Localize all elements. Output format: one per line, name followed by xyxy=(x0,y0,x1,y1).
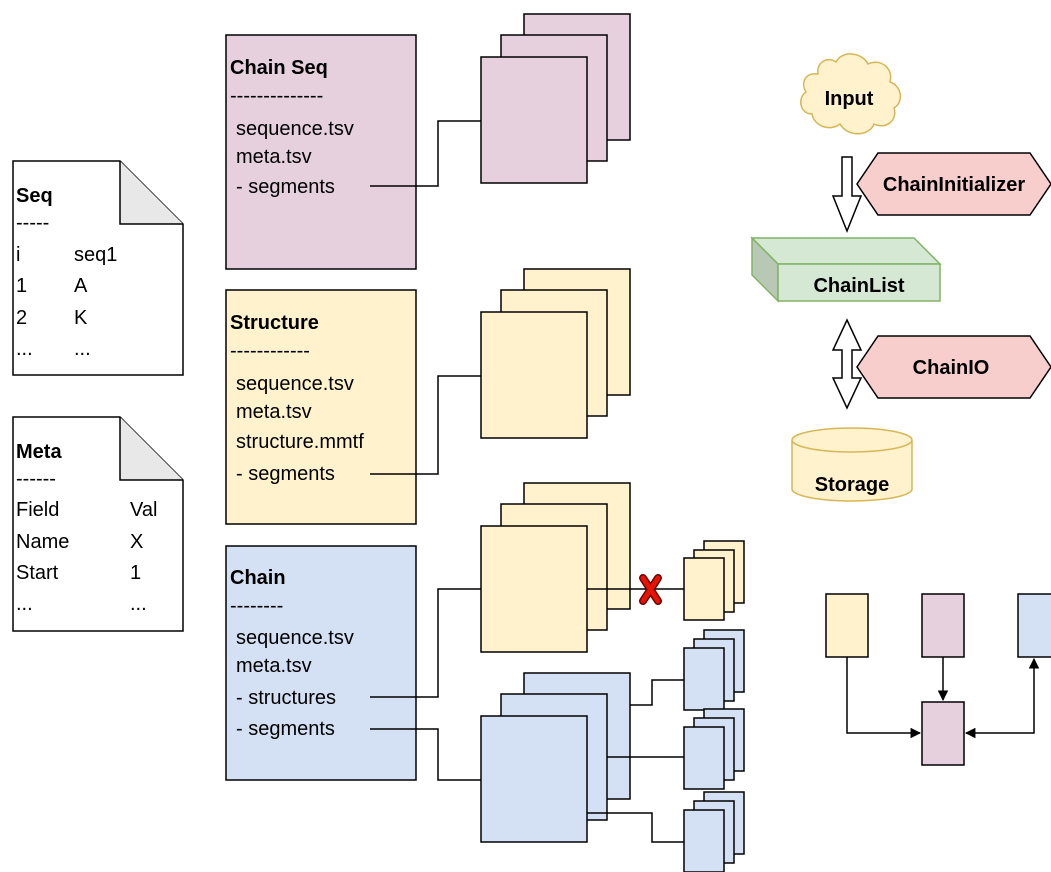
mini-arrow xyxy=(964,657,1040,739)
chain-seq-box-shape xyxy=(225,34,417,270)
mini-structure-box xyxy=(825,593,869,658)
cloud-icon xyxy=(800,53,902,135)
meta-doc-cell: ... xyxy=(130,593,147,615)
chain-structures-connector xyxy=(370,588,481,698)
chainlist-slab: ChainList xyxy=(750,236,942,303)
segment-connector xyxy=(630,679,684,706)
small-segment-stack xyxy=(683,629,745,711)
seq-doc-cell: A xyxy=(74,275,88,297)
chain-seq-line: sequence.tsv xyxy=(236,118,354,140)
input-cloud: Input xyxy=(800,53,902,135)
structure-divider: ------------ xyxy=(230,340,310,362)
chain-divider: -------- xyxy=(230,595,283,617)
stack-page xyxy=(683,647,725,711)
mini-arrow xyxy=(846,657,922,739)
structure-title: Structure xyxy=(230,312,319,334)
chain-segments-connector xyxy=(370,728,481,781)
chain-seq-stack xyxy=(480,13,631,184)
chain-seq-box: Chain Seq -------------- sequence.tsv me… xyxy=(225,34,417,270)
slab-top xyxy=(750,237,942,265)
meta-doc-cell: 1 xyxy=(130,562,141,584)
cylinder-body xyxy=(791,440,913,502)
mini-diagram xyxy=(825,593,1051,766)
hexagon-shape xyxy=(856,152,1051,216)
structure-stack xyxy=(480,268,631,439)
chain-line: sequence.tsv xyxy=(236,627,354,649)
meta-document-fold xyxy=(119,417,183,481)
stack-page xyxy=(683,557,725,621)
meta-doc-cell: X xyxy=(130,531,143,553)
small-segment-stack xyxy=(683,708,745,790)
seq-doc-cell: seq1 xyxy=(74,244,117,266)
storage-label: Storage xyxy=(815,474,889,496)
stack-page xyxy=(683,809,725,872)
chain-seq-line: - segments xyxy=(236,176,335,198)
seq-doc-cell: K xyxy=(74,307,88,329)
meta-doc-cell: ... xyxy=(16,593,33,615)
mini-result-box xyxy=(921,701,965,766)
seq-doc-cell: i xyxy=(16,244,20,266)
stack-page xyxy=(480,525,588,653)
chainio-hexagon: ChainIO xyxy=(856,335,1051,399)
storage-cylinder: Storage xyxy=(791,427,913,502)
chain-structure-stack xyxy=(480,482,631,653)
seq-document: Seq ----- i seq1 1 A 2 K ... ... xyxy=(12,160,184,376)
meta-doc-divider: ------ xyxy=(16,468,56,490)
small-structure-stack xyxy=(683,540,745,621)
stack-page xyxy=(480,715,588,843)
mini-chain-seq-box xyxy=(921,593,965,658)
cylinder-top xyxy=(791,427,913,453)
stack-page xyxy=(480,56,588,184)
chain-box: Chain -------- sequence.tsv meta.tsv - s… xyxy=(225,545,417,781)
hexagon-shape xyxy=(856,335,1051,399)
structure-line: structure.mmtf xyxy=(236,431,364,453)
meta-doc-cell: Field xyxy=(16,499,59,521)
initializer-arrow xyxy=(831,156,863,234)
chain-seq-divider: -------------- xyxy=(230,85,323,107)
stack-page xyxy=(683,726,725,790)
seq-doc-divider: ----- xyxy=(16,212,49,234)
slab-front xyxy=(777,263,941,302)
chain-segment-stack xyxy=(480,672,631,843)
seq-doc-cell: ... xyxy=(16,338,33,360)
segment-connector xyxy=(587,812,684,843)
structure-box: Structure ------------ sequence.tsv meta… xyxy=(225,289,417,525)
chain-seq-line: meta.tsv xyxy=(236,146,312,168)
structure-line: meta.tsv xyxy=(236,401,312,423)
chainlist-label: ChainList xyxy=(813,275,904,297)
meta-doc-cell: Val xyxy=(130,499,157,521)
seq-doc-cell: 1 xyxy=(16,275,27,297)
meta-doc-cell: Start xyxy=(16,562,59,584)
seq-doc-cell: 2 xyxy=(16,307,27,329)
structure-line: - segments xyxy=(236,463,335,485)
chain-initializer-hexagon: ChainInitializer xyxy=(856,152,1051,216)
structure-box-shape xyxy=(225,289,417,525)
chain-line: - structures xyxy=(236,687,336,709)
chainio-label: ChainIO xyxy=(913,357,990,379)
chain-line: meta.tsv xyxy=(236,655,312,677)
small-segment-stack xyxy=(683,791,745,872)
input-label: Input xyxy=(825,88,874,110)
chain-line: - segments xyxy=(236,718,335,740)
structure-line: sequence.tsv xyxy=(236,373,354,395)
meta-document: Meta ------ Field Val Name X Start 1 ...… xyxy=(12,416,184,632)
meta-doc-title: Meta xyxy=(16,441,62,463)
seq-doc-cell: ... xyxy=(74,338,91,360)
mini-chain-box xyxy=(1017,593,1051,658)
chainio-arrow xyxy=(831,318,863,410)
chain-seq-connector xyxy=(370,120,481,187)
chain-seq-title: Chain Seq xyxy=(230,57,328,79)
broken-link-cross-icon xyxy=(639,574,662,605)
structure-connector xyxy=(370,375,481,475)
chain-initializer-label: ChainInitializer xyxy=(883,174,1025,196)
seq-document-fold xyxy=(119,161,183,225)
chain-title: Chain xyxy=(230,567,286,589)
stack-page xyxy=(480,311,588,439)
chain-box-shape xyxy=(225,545,417,781)
seq-doc-title: Seq xyxy=(16,185,53,207)
meta-doc-cell: Name xyxy=(16,531,69,553)
